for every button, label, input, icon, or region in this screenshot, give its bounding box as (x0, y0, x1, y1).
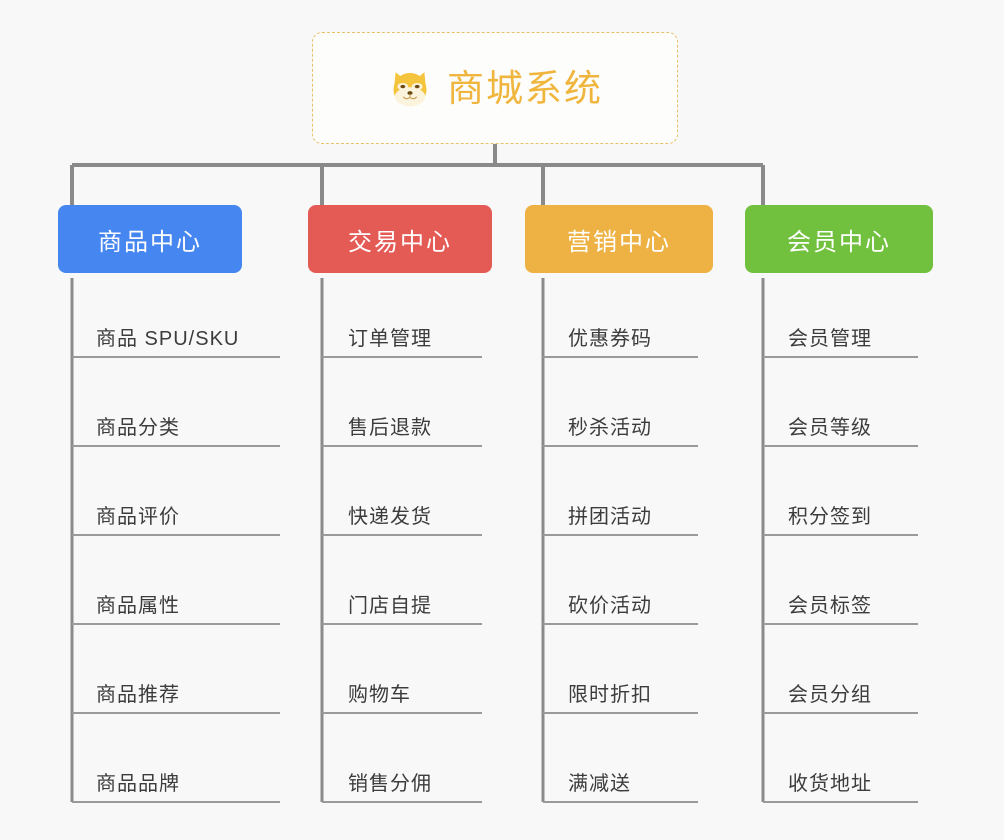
leaf-node-4-5[interactable]: 会员分组 (788, 673, 973, 713)
leaf-node-4-4[interactable]: 会员标签 (788, 584, 973, 624)
leaf-node-2-4[interactable]: 门店自提 (348, 584, 538, 624)
leaf-node-1-6[interactable]: 商品品牌 (96, 762, 334, 802)
leaf-node-4-2[interactable]: 会员等级 (788, 406, 973, 446)
leaf-label: 拼团活动 (568, 506, 652, 528)
leaf-label: 收货地址 (788, 773, 872, 795)
leaf-node-3-6[interactable]: 满减送 (568, 762, 753, 802)
leaf-label: 购物车 (348, 684, 411, 706)
leaf-label: 快递发货 (348, 506, 432, 528)
leaf-node-3-5[interactable]: 限时折扣 (568, 673, 753, 713)
root-node[interactable]: 商城系统 (312, 32, 678, 144)
leaf-label: 会员标签 (788, 595, 872, 617)
leaf-node-4-1[interactable]: 会员管理 (788, 317, 973, 357)
category-node-1[interactable]: 商品中心 (58, 205, 242, 273)
leaf-node-2-1[interactable]: 订单管理 (348, 317, 538, 357)
leaf-node-4-3[interactable]: 积分签到 (788, 495, 973, 535)
leaf-label: 会员管理 (788, 328, 872, 350)
leaf-label: 会员等级 (788, 417, 872, 439)
leaf-label: 售后退款 (348, 417, 432, 439)
leaf-node-2-3[interactable]: 快递发货 (348, 495, 538, 535)
leaf-node-1-2[interactable]: 商品分类 (96, 406, 334, 446)
leaf-node-3-1[interactable]: 优惠券码 (568, 317, 753, 357)
leaf-label: 商品 SPU/SKU (96, 328, 240, 350)
leaf-node-1-1[interactable]: 商品 SPU/SKU (96, 317, 334, 357)
leaf-label: 商品分类 (96, 417, 180, 439)
category-label: 商品中心 (98, 228, 202, 256)
leaf-node-1-4[interactable]: 商品属性 (96, 584, 334, 624)
leaf-label: 秒杀活动 (568, 417, 652, 439)
leaf-node-3-3[interactable]: 拼团活动 (568, 495, 753, 535)
category-label: 交易中心 (348, 228, 452, 256)
leaf-label: 商品品牌 (96, 773, 180, 795)
category-node-4[interactable]: 会员中心 (745, 205, 933, 273)
leaf-label: 商品评价 (96, 506, 180, 528)
category-label: 营销中心 (567, 228, 671, 256)
leaf-node-3-2[interactable]: 秒杀活动 (568, 406, 753, 446)
leaf-label: 优惠券码 (568, 328, 652, 350)
leaf-node-4-6[interactable]: 收货地址 (788, 762, 973, 802)
leaf-node-2-2[interactable]: 售后退款 (348, 406, 538, 446)
leaf-label: 商品推荐 (96, 684, 180, 706)
leaf-node-1-3[interactable]: 商品评价 (96, 495, 334, 535)
root-title: 商城系统 (447, 67, 603, 109)
leaf-label: 砍价活动 (568, 595, 652, 617)
leaf-node-3-4[interactable]: 砍价活动 (568, 584, 753, 624)
leaf-node-1-5[interactable]: 商品推荐 (96, 673, 334, 713)
leaf-label: 订单管理 (348, 328, 432, 350)
category-label: 会员中心 (787, 228, 891, 256)
shiba-dog-face-icon (393, 72, 427, 107)
leaf-node-2-6[interactable]: 销售分佣 (348, 762, 538, 802)
leaf-label: 商品属性 (96, 595, 180, 617)
leaf-label: 积分签到 (788, 506, 872, 528)
leaf-label: 销售分佣 (348, 773, 432, 795)
leaf-label: 满减送 (568, 773, 631, 795)
leaf-node-2-5[interactable]: 购物车 (348, 673, 538, 713)
leaf-label: 限时折扣 (568, 684, 652, 706)
category-node-3[interactable]: 营销中心 (525, 205, 713, 273)
leaf-label: 会员分组 (788, 684, 872, 706)
leaf-label: 门店自提 (348, 595, 432, 617)
category-node-2[interactable]: 交易中心 (308, 205, 492, 273)
